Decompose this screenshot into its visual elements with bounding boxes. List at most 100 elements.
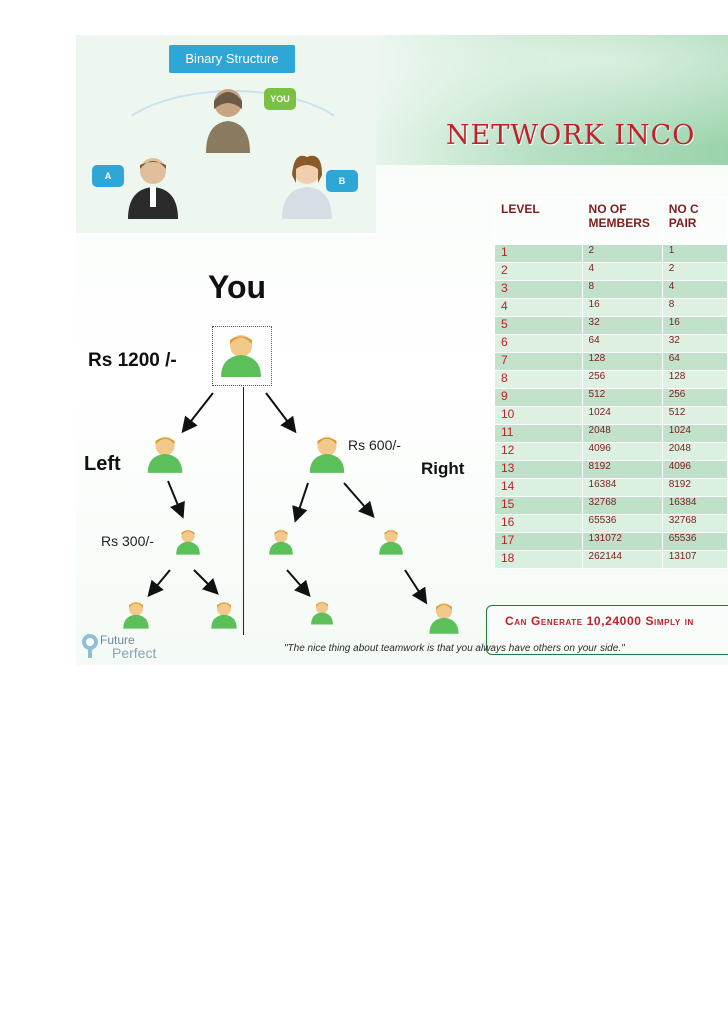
binary-structure-panel: Binary Structure YOU A B — [76, 35, 376, 233]
cell-pairs: 8 — [661, 298, 728, 317]
low-amount: Rs 300/- — [101, 533, 154, 549]
avatar-right-icon — [309, 436, 345, 473]
root-amount: Rs 1200 /- — [88, 350, 177, 371]
cell-pairs: 512 — [661, 406, 728, 425]
future-perfect-logo: Future Perfect — [76, 629, 176, 663]
cell-level: 12 — [494, 442, 583, 461]
you-badge: YOU — [264, 88, 296, 110]
cell-members: 2048 — [581, 424, 663, 443]
arrow-l3-c — [286, 569, 311, 598]
avatar-l3-a-icon — [123, 601, 149, 629]
cell-members: 32 — [581, 316, 663, 335]
cell-pairs: 4096 — [661, 460, 728, 479]
binary-structure-title: Binary Structure — [169, 45, 295, 73]
cell-pairs: 64 — [661, 352, 728, 371]
cell-pairs: 32 — [661, 334, 728, 353]
cell-level: 11 — [494, 424, 583, 443]
cell-level: 4 — [494, 298, 583, 317]
cell-level: 18 — [494, 550, 583, 569]
cell-pairs: 16384 — [661, 496, 728, 515]
cell-pairs: 32768 — [661, 514, 728, 533]
cell-members: 8192 — [581, 460, 663, 479]
a-badge: A — [92, 165, 124, 187]
avatar-l2-b-icon — [269, 529, 293, 555]
cell-members: 131072 — [581, 532, 663, 551]
arrow-l3-d — [404, 569, 428, 605]
arrow-l3-a — [147, 569, 171, 598]
brand-line1: Future — [100, 633, 135, 647]
avatar-l3-c-icon — [311, 601, 333, 625]
cell-pairs: 2048 — [661, 442, 728, 461]
cell-members: 256 — [581, 370, 663, 389]
cell-pairs: 1 — [661, 244, 728, 263]
cell-level: 14 — [494, 478, 583, 497]
cell-pairs: 4 — [661, 280, 728, 299]
arrow-right-right — [343, 482, 375, 519]
cell-members: 64 — [581, 334, 663, 353]
left-label: Left — [84, 453, 121, 475]
b-badge: B — [326, 170, 358, 192]
cell-members: 262144 — [581, 550, 663, 569]
root-node-box — [212, 326, 272, 386]
cell-pairs: 16 — [661, 316, 728, 335]
avatar-root-icon — [221, 335, 261, 377]
cell-pairs: 256 — [661, 388, 728, 407]
cell-level: 3 — [494, 280, 583, 299]
cell-level: 13 — [494, 460, 583, 479]
center-divider — [243, 387, 244, 635]
cell-members: 128 — [581, 352, 663, 371]
avatar-l3-b-icon — [211, 601, 237, 629]
cell-level: 16 — [494, 514, 583, 533]
arrow-right-left — [292, 482, 309, 523]
cell-pairs: 1024 — [661, 424, 728, 443]
avatar-l2-c-icon — [379, 529, 403, 555]
can-generate-text: Can Generate 10,24000 Simply in — [505, 614, 694, 628]
cell-level: 1 — [494, 244, 583, 263]
network-income-title: NETWORK INCO — [446, 120, 696, 151]
cell-members: 32768 — [581, 496, 663, 515]
avatar-l3-d-icon — [429, 603, 459, 634]
slide: Binary Structure YOU A B NETWORK INCO Yo… — [76, 35, 728, 665]
cell-level: 8 — [494, 370, 583, 389]
cell-members: 65536 — [581, 514, 663, 533]
person-right-icon — [282, 155, 332, 219]
you-label: You — [208, 269, 267, 305]
arrow-left-down — [167, 480, 185, 519]
person-left-icon — [128, 158, 178, 219]
logo-swirl-icon — [82, 634, 98, 658]
cell-members: 512 — [581, 388, 663, 407]
arrow-root-right — [265, 392, 297, 434]
person-top-icon — [206, 89, 250, 153]
cell-members: 2 — [581, 244, 663, 263]
cell-level: 6 — [494, 334, 583, 353]
table-header-row: LEVEL NO OF MEMBERS NO C PAIR — [494, 197, 728, 245]
right-label: Right — [421, 459, 465, 478]
cell-level: 10 — [494, 406, 583, 425]
cell-members: 1024 — [581, 406, 663, 425]
brand-line2: Perfect — [112, 645, 157, 661]
cell-pairs: 65536 — [661, 532, 728, 551]
cell-pairs: 2 — [661, 262, 728, 281]
cell-level: 2 — [494, 262, 583, 281]
cell-level: 15 — [494, 496, 583, 515]
arrow-l3-b — [193, 569, 219, 595]
cell-members: 16384 — [581, 478, 663, 497]
cell-level: 7 — [494, 352, 583, 371]
cell-level: 9 — [494, 388, 583, 407]
teamwork-quote: "The nice thing about teamwork is that y… — [284, 643, 625, 654]
cell-members: 8 — [581, 280, 663, 299]
avatar-left-icon — [147, 436, 183, 473]
